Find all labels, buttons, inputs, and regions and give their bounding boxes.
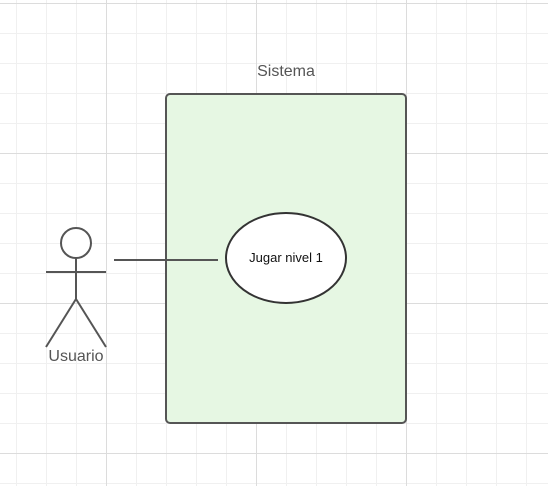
actor-label: Usuario [48, 348, 103, 365]
use-case-label: Jugar nivel 1 [249, 250, 323, 265]
use-case-ellipse[interactable] [225, 212, 347, 304]
actor-head [60, 227, 92, 259]
system-label: Sistema [257, 63, 315, 80]
actor-usuario[interactable] [45, 227, 107, 348]
actor-right-leg [75, 298, 107, 348]
actor-left-leg [45, 298, 77, 348]
